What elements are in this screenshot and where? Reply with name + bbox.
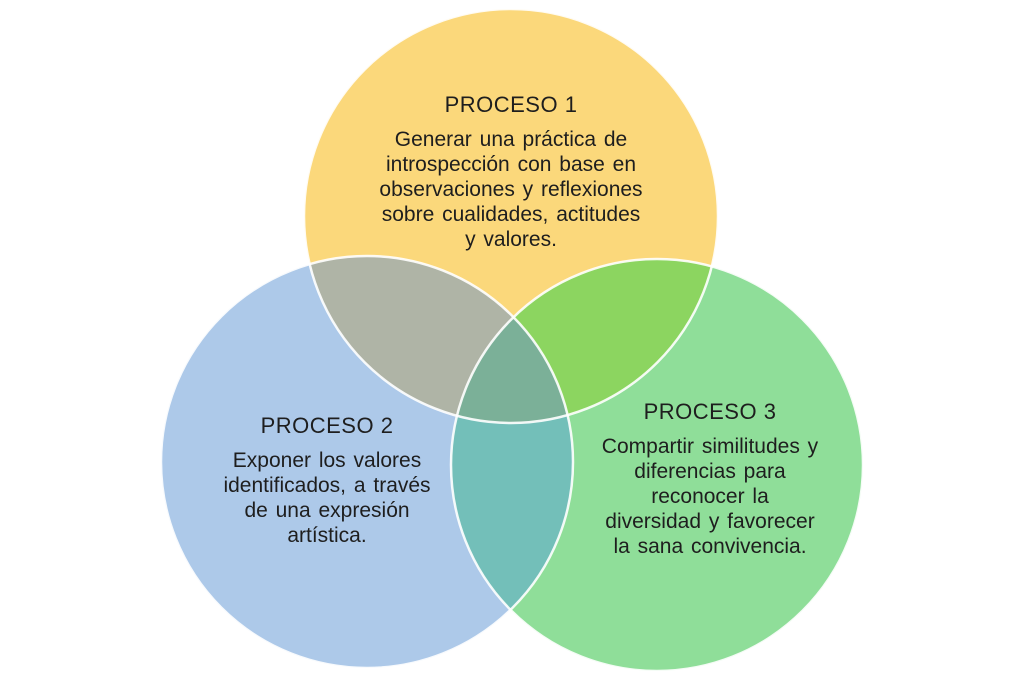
proceso1-label-group: PROCESO 1 Generar una práctica de intros…	[346, 92, 676, 252]
proceso3-title: PROCESO 3	[643, 399, 777, 424]
proceso2-title: PROCESO 2	[260, 413, 394, 438]
circle-proceso3-rim	[449, 257, 865, 673]
circle-proceso1-rim	[302, 7, 720, 425]
circle-proceso2-rim	[159, 254, 575, 670]
overlap-yellow-blue	[304, 256, 573, 423]
proceso1-description: Generar una práctica de introspección co…	[379, 128, 643, 251]
proceso2-label-group: PROCESO 2 Exponer los valores identifica…	[197, 413, 457, 548]
proceso2-description: Exponer los valores identificados, a tra…	[223, 449, 431, 547]
proceso3-label-group: PROCESO 3 Compartir similitudes y difere…	[575, 399, 845, 559]
overlap-yellow-green	[451, 259, 718, 423]
proceso1-title: PROCESO 1	[444, 92, 578, 117]
proceso3-description: Compartir similitudes y diferencias para…	[601, 435, 819, 558]
